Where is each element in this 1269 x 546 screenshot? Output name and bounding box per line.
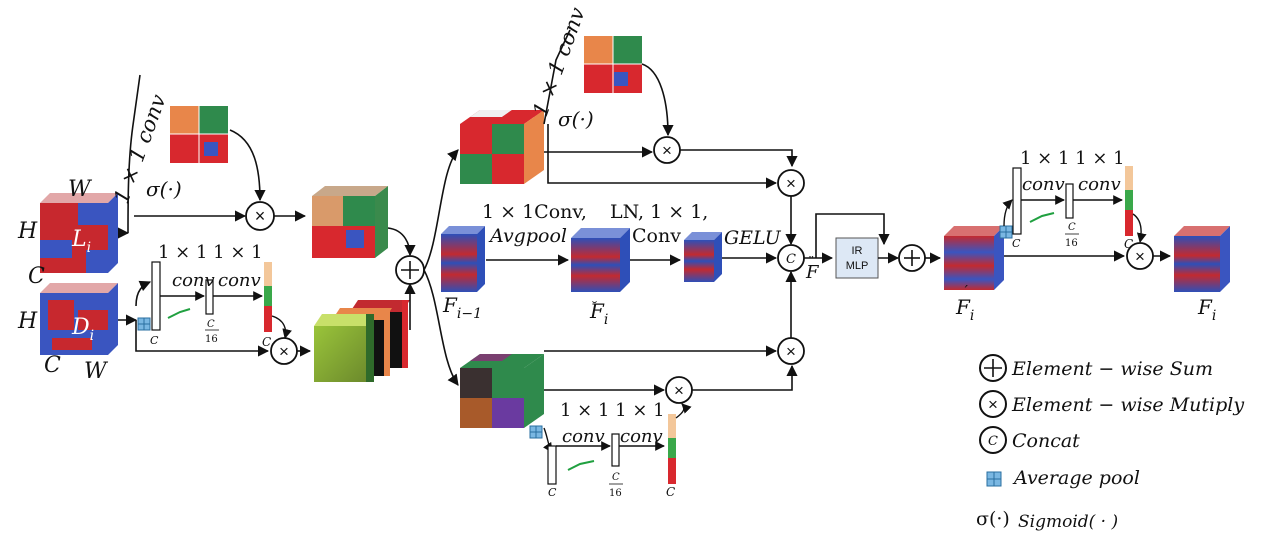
label-conv-a-right: conv (1022, 174, 1065, 195)
label-F-prev: Fi−1 (442, 293, 482, 322)
label-Cout-left: C (262, 335, 271, 349)
legend-sigmoid-symbol: σ(·) (976, 508, 1010, 530)
legend-sum-label: Element − wise Sum (1011, 358, 1213, 380)
attention-map-mid (584, 36, 642, 93)
label-C16-num-mid: C (612, 472, 620, 483)
legend-concat-icon (979, 426, 1007, 454)
label-conv-a-left: conv (172, 270, 215, 291)
activation-curve-mid (567, 460, 595, 471)
feature-cube-mid-top (460, 110, 544, 184)
feature-F-acute (944, 226, 1004, 290)
gate-vector-mid (668, 414, 676, 484)
label-conv-pair-right: 1 × 1 1 × 1 (1020, 148, 1125, 169)
legend-concat-label: Concat (1012, 430, 1080, 452)
svg-text:×: × (279, 342, 289, 361)
svg-text:×: × (786, 174, 796, 193)
label-sigma-left: σ(·) (146, 177, 182, 201)
label-C-top: C (28, 264, 45, 289)
feature-cube-mid-bottom (460, 354, 544, 428)
label-C16-den-left: 16 (205, 334, 218, 345)
label-conv-b-left: conv (218, 270, 261, 291)
label-C-mid: C (548, 486, 557, 499)
legend-multiply-icon (979, 390, 1007, 418)
svg-text:×: × (988, 395, 998, 414)
label-conv-avgpool-1: 1 × 1Conv, (482, 201, 587, 223)
vector-C16-mid (611, 433, 620, 467)
label-C16-den-mid: 16 (609, 488, 622, 499)
activation-curve-right (1029, 212, 1055, 223)
vector-C16-right (1065, 183, 1074, 219)
label-H-top: H (17, 219, 38, 244)
svg-text:´: ´ (962, 284, 969, 300)
activation-curve-left (167, 308, 191, 319)
feature-gelu-block (684, 232, 722, 282)
label-ln-conv-1: LN, 1 × 1, (610, 201, 708, 223)
label-C-bottom: C (44, 353, 61, 378)
legend-sigmoid-label: Sigmoid( · ) (1018, 512, 1118, 532)
label-conv-avgpool-2: Avgpool (488, 225, 567, 247)
cube-Li (40, 193, 118, 273)
vector-C-right (1012, 167, 1022, 235)
feature-F-final (1174, 226, 1230, 292)
label-C-right: C (1012, 237, 1021, 250)
attention-map-left (170, 106, 228, 163)
label-ln-conv-2: Conv (632, 225, 681, 247)
gate-vector-left (264, 262, 272, 332)
label-sigma-mid: σ(·) (558, 107, 594, 131)
vector-C-left (151, 261, 161, 331)
vector-C16-left (205, 279, 214, 315)
label-C16-den-right: 16 (1065, 238, 1078, 249)
label-Cout-mid: C (666, 485, 675, 499)
ir-mlp-block (835, 237, 879, 279)
vector-C-mid (547, 445, 557, 485)
label-H-bottom: H (17, 309, 38, 334)
label-Cout-right: C (1124, 237, 1133, 251)
label-F-breve: Fi (589, 299, 608, 328)
legend-multiply-label: Element − wise Mutiply (1011, 394, 1244, 416)
label-Li: Li (71, 227, 91, 256)
concat-symbol: C (786, 252, 796, 267)
label-F-acute: Fi (955, 295, 974, 324)
feature-F-breve (571, 228, 630, 292)
label-F-final: Fi (1197, 295, 1216, 324)
legend: Element − wise Sum × Element − wise Muti… (976, 354, 1244, 532)
label-F-ddot: F (805, 262, 820, 283)
svg-text:¨: ¨ (808, 255, 815, 270)
cube-Di (40, 283, 118, 355)
svg-text:×: × (674, 381, 684, 400)
label-conv1x1-mid: 1 × 1 conv (528, 4, 590, 120)
label-C16-num-right: C (1068, 222, 1076, 233)
svg-text:˘: ˘ (591, 300, 598, 316)
label-conv-b-mid: conv (620, 426, 663, 447)
label-ir: IR (852, 245, 863, 257)
legend-concat-symbol: C (988, 434, 998, 449)
gate-vector-right (1125, 166, 1133, 236)
label-Di: Di (71, 315, 94, 344)
feature-cube-left-top (312, 186, 388, 258)
label-gelu: GELU (724, 227, 782, 249)
label-W-bottom: W (84, 359, 109, 384)
label-conv-a-mid: conv (562, 426, 605, 447)
label-conv-b-right: conv (1078, 174, 1121, 195)
label-mlp: MLP (846, 260, 869, 272)
label-C16-num-left: C (207, 319, 215, 330)
feature-F-prev (441, 226, 485, 292)
svg-text:×: × (786, 342, 796, 361)
feature-stack-left-bottom (314, 300, 410, 382)
svg-text:×: × (662, 141, 672, 160)
legend-avgpool-label: Average pool (1012, 467, 1140, 489)
label-W-top: W (68, 177, 93, 202)
label-C-left: C (150, 334, 159, 347)
multiply-symbol: × (255, 206, 266, 226)
label-conv-pair-mid: 1 × 1 1 × 1 (560, 400, 665, 421)
label-conv-pair-left: 1 × 1 1 × 1 (158, 242, 263, 263)
svg-text:×: × (1135, 247, 1145, 266)
